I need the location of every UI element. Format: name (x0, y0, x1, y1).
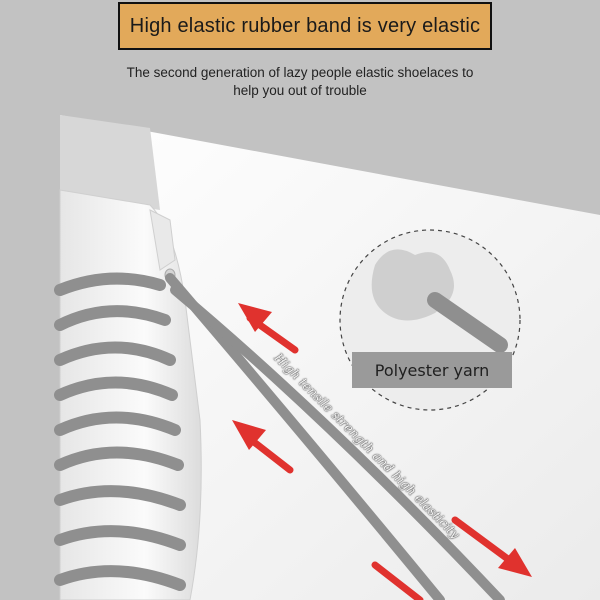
lace-strands (165, 273, 505, 600)
yarn-label-bg (352, 352, 512, 388)
arrowheads (232, 303, 532, 577)
shoe-collar (60, 115, 160, 210)
laces-on-shoe (54, 272, 186, 591)
subtitle: The second generation of lazy people ela… (110, 64, 490, 100)
yarn-label: Polyester yarn (374, 360, 490, 380)
headline-banner: High elastic rubber band is very elastic (118, 2, 492, 50)
headline-text: High elastic rubber band is very elastic (129, 14, 481, 37)
subtitle-line-1: The second generation of lazy people ela… (126, 65, 474, 80)
subtitle-line-2: help you out of trouble (233, 83, 367, 98)
